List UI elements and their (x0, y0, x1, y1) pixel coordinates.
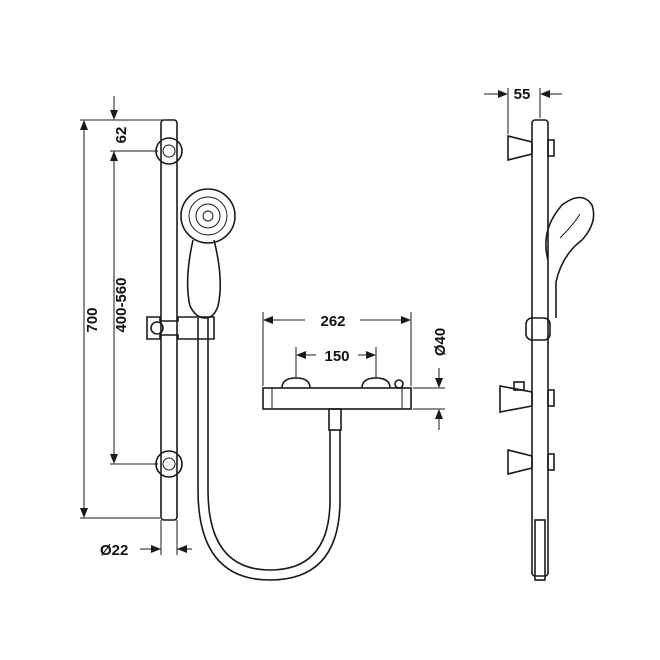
side-rail (531, 119, 549, 577)
dim-22-label: Ø22 (100, 542, 128, 559)
front-view-rail (146, 119, 215, 521)
dim-55-label: 55 (514, 86, 531, 103)
valve-body (262, 387, 412, 410)
side-bottom-bracket (507, 448, 533, 476)
thermostatic-valve (262, 377, 412, 431)
dim-valve-diameter: Ø40 (413, 328, 449, 430)
dim-wall-projection: 55 (484, 86, 562, 134)
dim-262-label: 262 (320, 313, 345, 330)
front-view-handset (180, 188, 341, 581)
dim-150-label: 150 (324, 348, 349, 365)
slider-clip (146, 316, 215, 340)
side-top-bracket (507, 134, 533, 162)
side-slider (525, 317, 551, 341)
handset-handle (186, 239, 222, 319)
side-view (499, 119, 595, 581)
right-elbow (361, 377, 391, 389)
dim-rail-diameter: Ø22 (100, 520, 192, 559)
dim-62-label: 62 (113, 127, 130, 144)
dim-40-label: Ø40 (432, 328, 449, 356)
dim-valve-centres: 150 (295, 347, 377, 378)
left-elbow (281, 377, 311, 389)
top-bracket (155, 137, 183, 165)
hose (197, 318, 341, 581)
dim-400-560-label: 400-560 (113, 277, 130, 332)
dim-total-height: 700 (80, 119, 175, 519)
dim-valve-length: 262 (262, 312, 412, 386)
handset-head (180, 188, 236, 244)
dim-rail-adjust: 400-560 (110, 155, 158, 465)
side-handset (545, 196, 595, 318)
dim-700-label: 700 (84, 307, 101, 332)
bottom-bracket (155, 450, 183, 478)
dim-top-offset: 62 (110, 96, 158, 166)
